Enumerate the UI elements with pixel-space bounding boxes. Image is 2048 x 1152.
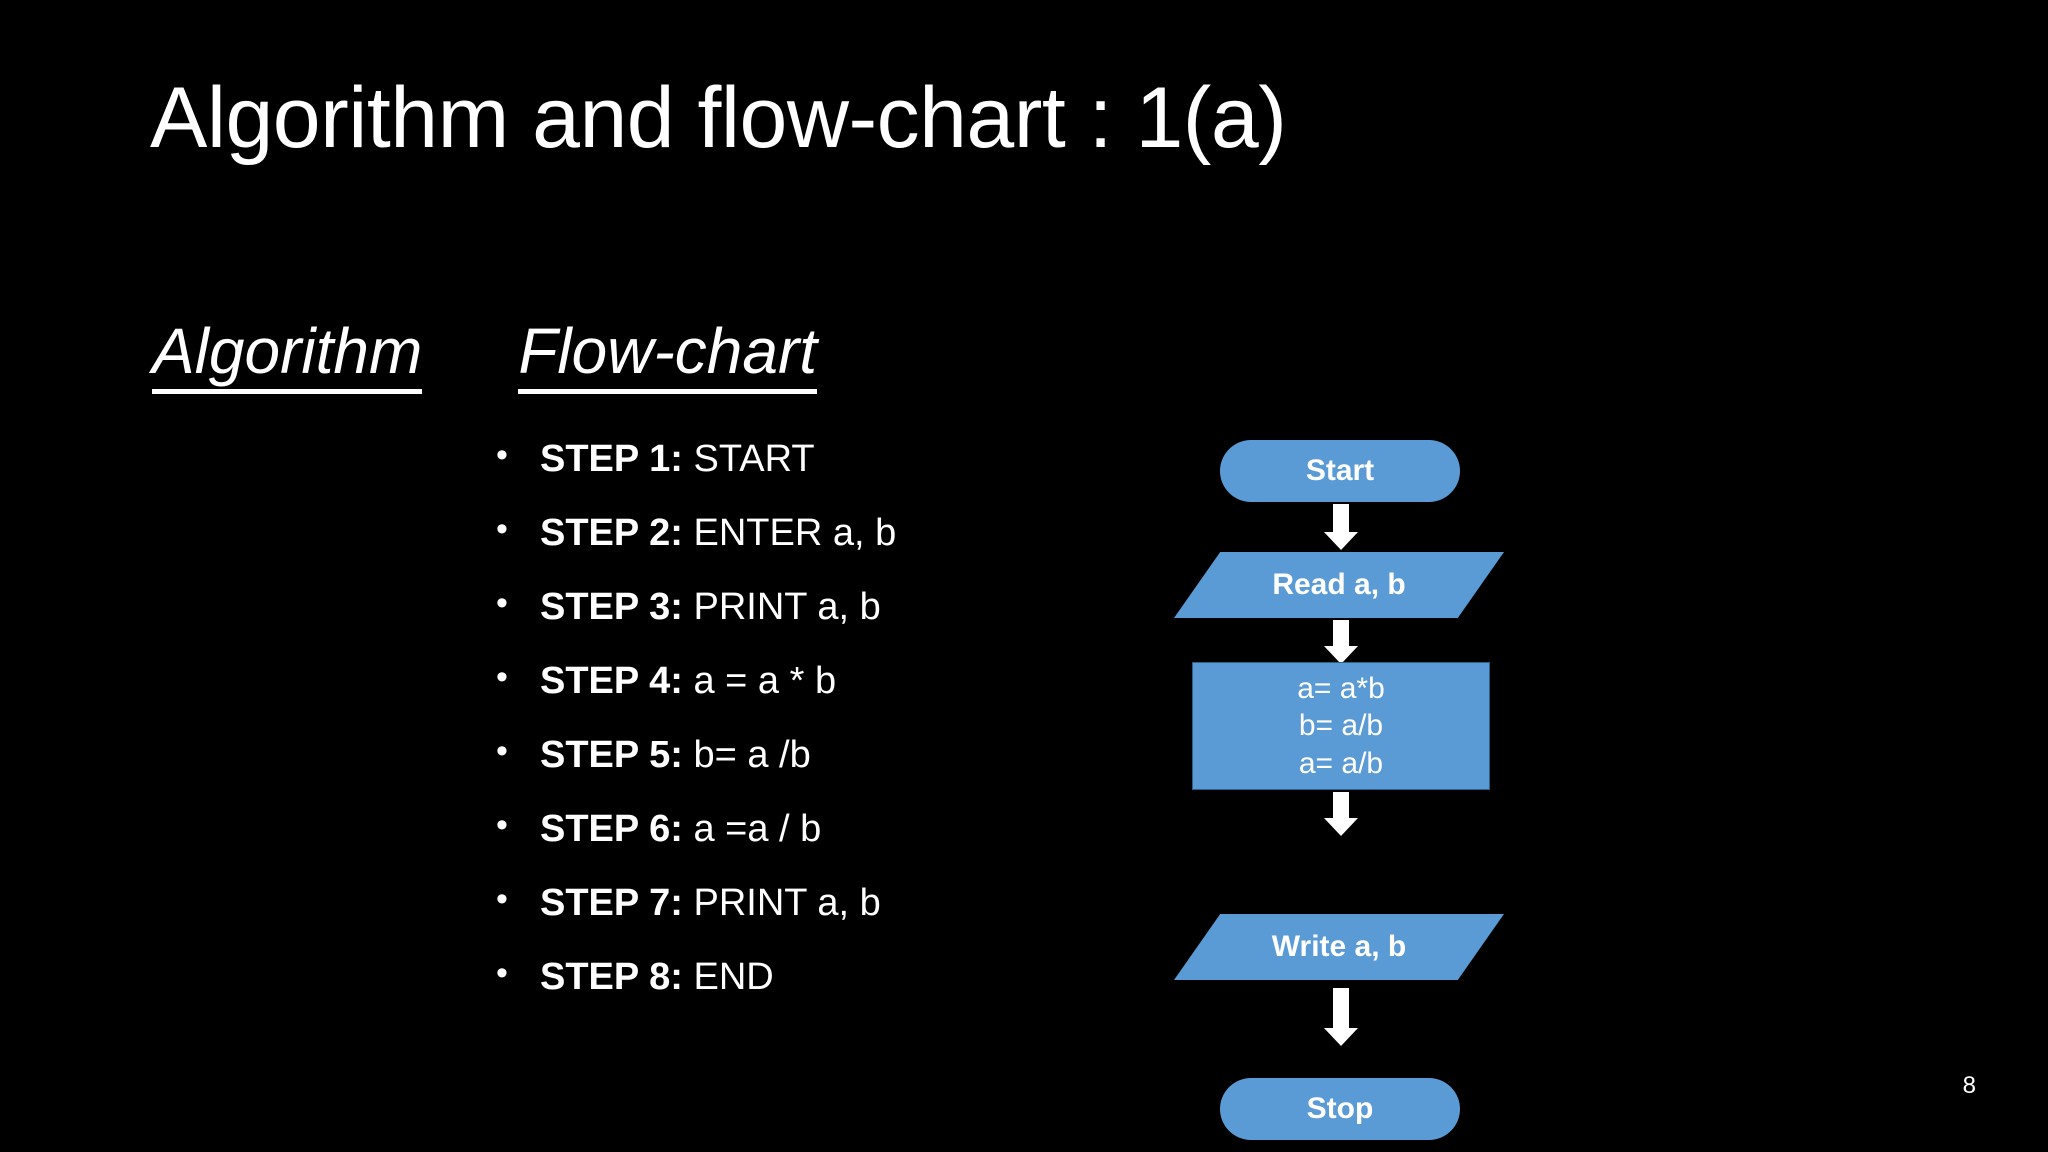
step-text: END [693, 956, 774, 998]
process-line: a= a*b [1297, 671, 1385, 705]
step-label: STEP 8: [540, 956, 683, 998]
flowchart-arrow-down-icon [1324, 620, 1358, 664]
step-text: START [693, 438, 815, 480]
page-number: 8 [1962, 1072, 1976, 1099]
step-text: PRINT a, b [693, 882, 881, 924]
step-text: a =a / b [693, 808, 822, 850]
heading-algorithm: Algorithm [152, 317, 423, 395]
flowchart-diagram: Start Read a, b a= a*b b= a/b a= a/b Wri… [1160, 440, 1540, 1140]
flowchart-arrow-down-icon [1324, 792, 1358, 836]
step-label: STEP 1: [540, 438, 683, 480]
flowchart-node-read: Read a, b [1174, 552, 1504, 618]
step-label: STEP 3: [540, 586, 683, 628]
flowchart-arrow-down-icon [1324, 988, 1358, 1050]
column-headings: Algorithm Flow-chart [152, 317, 818, 395]
flowchart-arrow-down-icon [1324, 504, 1358, 550]
step-label: STEP 2: [540, 512, 683, 554]
heading-flowchart: Flow-chart [518, 317, 818, 395]
list-item: STEP 5: b= a /b [490, 734, 1050, 776]
list-item: STEP 4: a = a * b [490, 660, 1050, 702]
list-item: STEP 6: a =a / b [490, 808, 1050, 850]
flowchart-node-start: Start [1220, 440, 1460, 502]
list-item: STEP 1: START [490, 438, 1050, 480]
flowchart-node-process: a= a*b b= a/b a= a/b [1192, 662, 1490, 790]
step-label: STEP 6: [540, 808, 683, 850]
list-item: STEP 3: PRINT a, b [490, 586, 1050, 628]
step-label: STEP 5: [540, 734, 683, 776]
process-line: b= a/b [1298, 709, 1384, 743]
flowchart-node-write: Write a, b [1174, 914, 1504, 980]
flowchart-node-stop: Stop [1220, 1078, 1460, 1140]
step-label: STEP 7: [540, 882, 683, 924]
list-item: STEP 7: PRINT a, b [490, 882, 1050, 924]
page-title: Algorithm and flow-chart : 1(a) [150, 70, 1287, 166]
list-item: STEP 2: ENTER a, b [490, 512, 1050, 554]
process-line: a= a/b [1298, 746, 1384, 780]
list-item: STEP 8: END [490, 956, 1050, 998]
step-text: PRINT a, b [693, 586, 881, 628]
step-text: ENTER a, b [693, 512, 897, 554]
step-text: a = a * b [693, 660, 837, 702]
step-text: b= a /b [693, 734, 811, 776]
algorithm-step-list: STEP 1: START STEP 2: ENTER a, b STEP 3:… [490, 438, 1050, 1032]
step-label: STEP 4: [540, 660, 683, 702]
